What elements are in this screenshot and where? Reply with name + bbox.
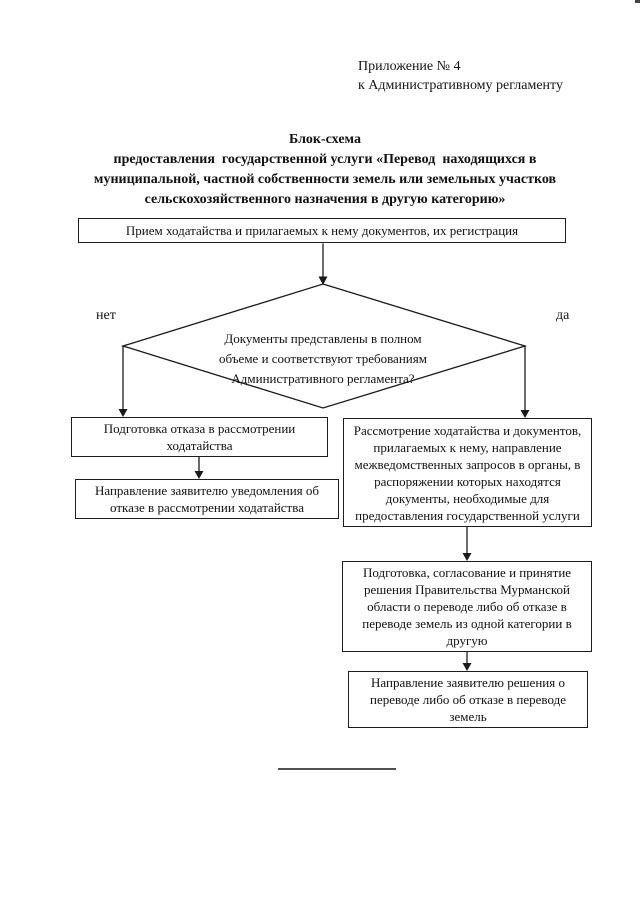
- branch-label-no: нет: [96, 308, 116, 323]
- no-branch-box-1: Подготовка отказа в рассмотрении ходатай…: [71, 417, 328, 457]
- yes-branch-box-3: Направление заявителю решения о переводе…: [348, 671, 588, 728]
- flowchart-start-box: Прием ходатайства и прилагаемых к нему д…: [78, 218, 566, 243]
- document-title: Блок-схема предоставления государственно…: [10, 130, 640, 210]
- title-line-1: Блок-схема: [289, 132, 361, 147]
- scan-corner-artifact: [635, 0, 640, 3]
- title-line-2: предоставления государственной услуги «П…: [113, 152, 537, 167]
- arrowhead-no1-to-no2: [194, 471, 204, 479]
- arrowhead-start-to-decision: [318, 276, 328, 285]
- arrowhead-decision-to-no1: [118, 409, 128, 417]
- yes-branch-box-2: Подготовка, согласование и принятие реше…: [342, 561, 592, 652]
- decision-question: Документы представлены в полном объеме и…: [219, 331, 427, 386]
- yes-branch-box-1: Рассмотрение ходатайства и документов, п…: [343, 418, 592, 527]
- title-line-3: муниципальной, частной собственности зем…: [93, 172, 557, 187]
- arrowhead-decision-to-yes1: [520, 410, 530, 418]
- branch-label-yes: да: [556, 308, 570, 323]
- title-line-4: сельскохозяйственного назначения в другу…: [144, 192, 506, 207]
- annex-line-1: Приложение № 4: [358, 59, 461, 74]
- annex-line-2: к Административному регламенту: [358, 78, 563, 93]
- no-branch-box-2: Направление заявителю уведомления об отк…: [75, 479, 339, 519]
- annex-reference: Приложение № 4 к Административному регла…: [358, 57, 563, 95]
- decision-diamond-shape: [120, 283, 528, 409]
- footnote-separator-line: [278, 768, 396, 770]
- arrowhead-yes2-to-yes3: [462, 663, 472, 671]
- arrowhead-yes1-to-yes2: [462, 553, 472, 561]
